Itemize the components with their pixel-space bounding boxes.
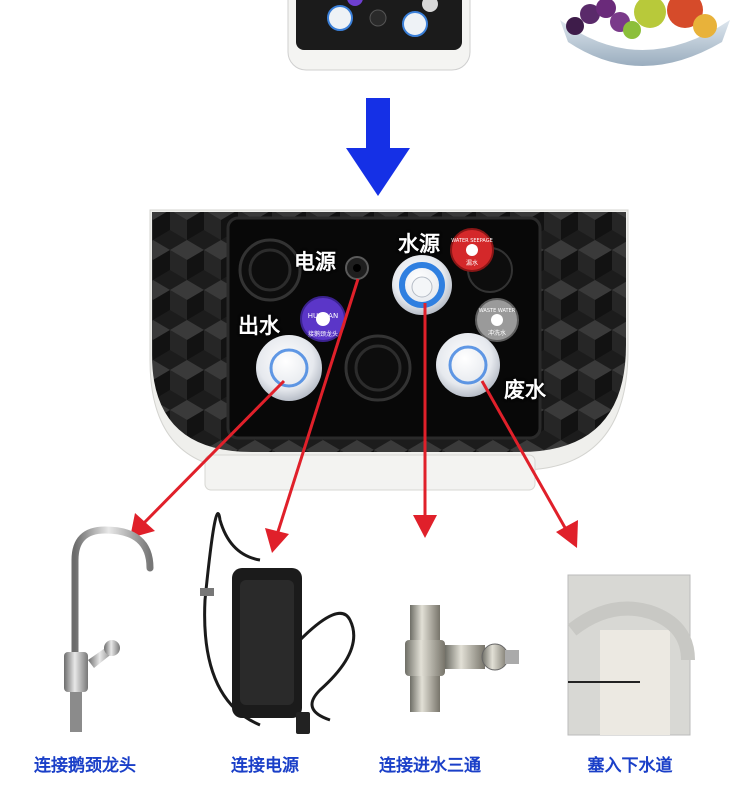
power-port-label: 电源 [294,250,336,274]
red-badge-text: WATER SEEPAGE [451,238,493,244]
connection-arrows [130,278,578,553]
purifier-back-panel [149,209,629,491]
gooseneck-faucet-image [64,526,154,732]
top-device-thumbnail [287,0,471,71]
caption-power: 连接电源 [231,756,299,776]
gray-badge-sub: 冲洗水 [487,330,506,337]
caption-inlet: 连接进水三通 [379,756,481,776]
caption-drain: 塞入下水道 [587,756,673,776]
drain-photo [567,574,695,736]
water-out-port-label: 出水 [238,314,280,338]
gray-badge-text: WASTE WATER [478,308,516,314]
power-adapter-image [200,512,356,734]
fruit-bowl-image [560,0,730,66]
purple-badge-sub: 接鹅颈龙头 [307,331,338,338]
waste-water-port-label: 废水 [504,378,546,402]
caption-faucet: 连接鹅颈龙头 [34,756,136,776]
red-badge-sub: 漏水 [465,260,478,267]
tee-fitting-image [405,605,519,712]
down-arrow-icon [346,98,410,196]
purple-badge-text: HUDRAN [307,312,339,320]
water-source-port-label: 水源 [398,232,440,256]
